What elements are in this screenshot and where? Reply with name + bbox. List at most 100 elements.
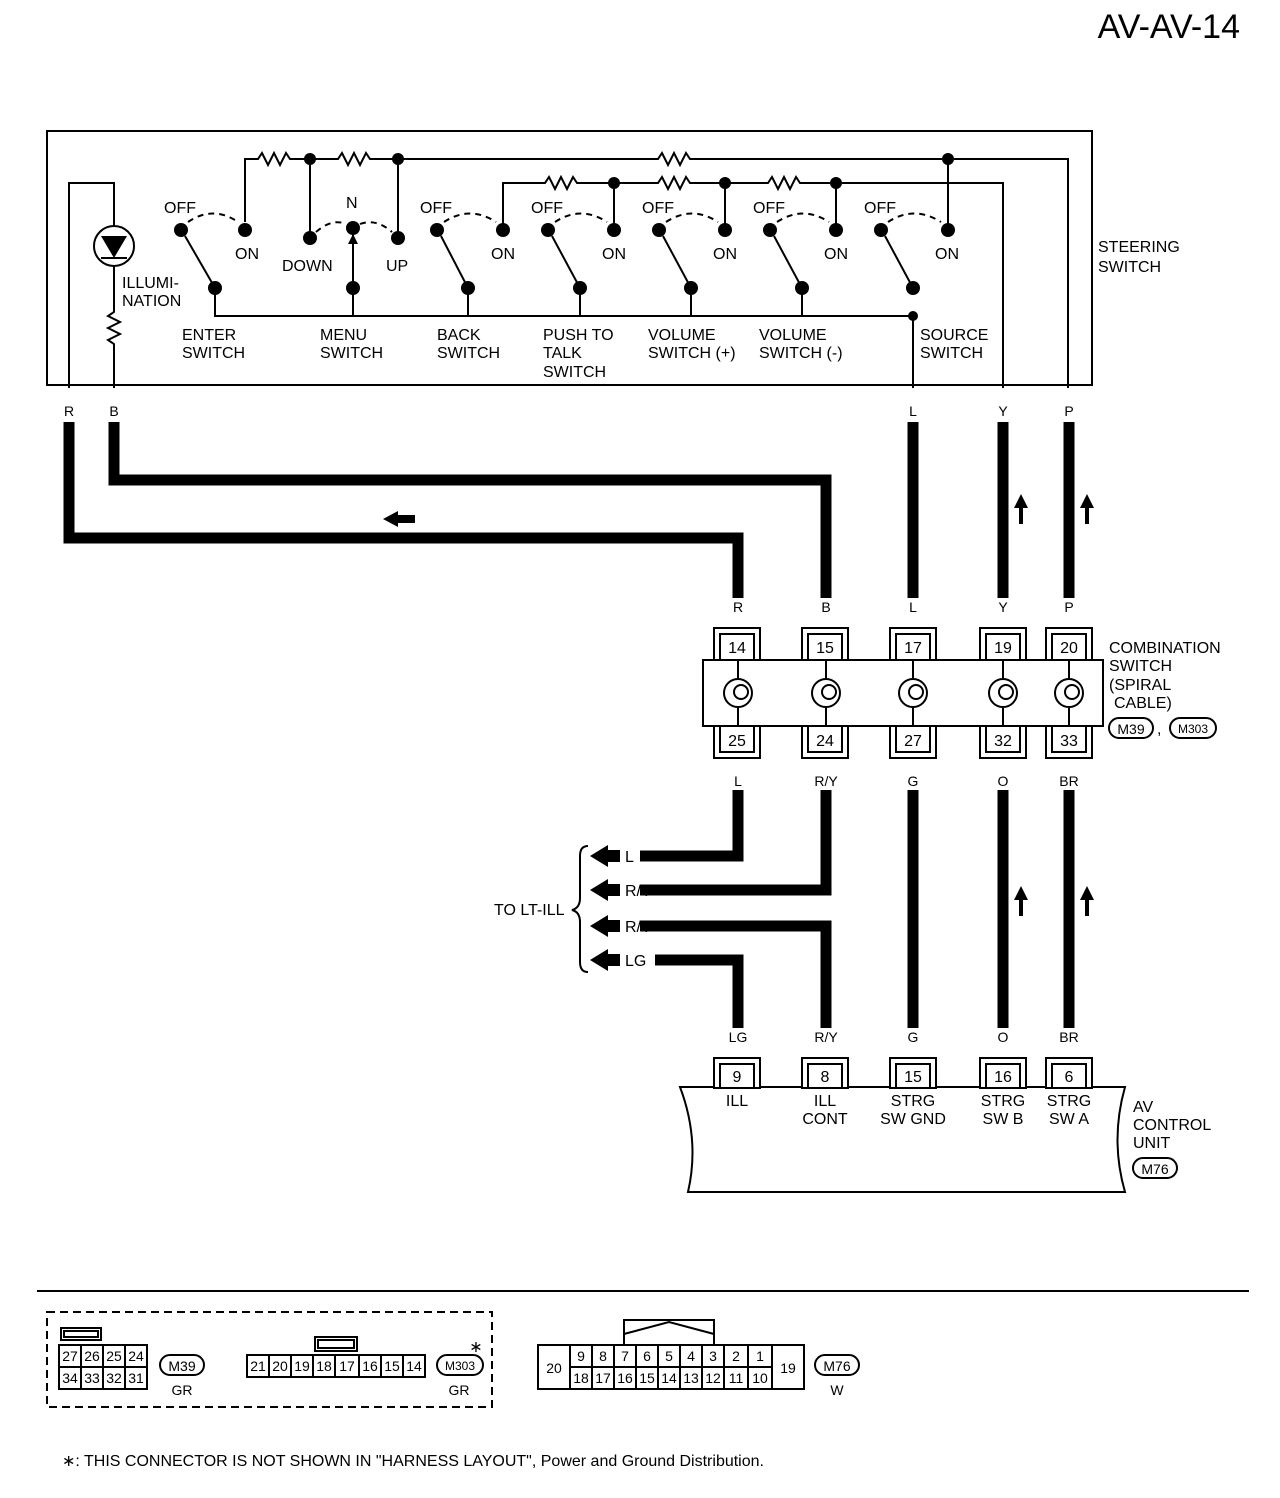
svg-text:8: 8 — [599, 1348, 607, 1364]
svg-text:19: 19 — [780, 1360, 796, 1376]
volume-down-switch-label: VOLUME SWITCH (-) — [759, 327, 843, 362]
svg-text:14: 14 — [661, 1370, 677, 1386]
signal-arrow-icon — [1014, 886, 1028, 916]
svg-text:P: P — [1064, 403, 1073, 419]
svg-text:P: P — [1064, 599, 1073, 615]
svg-text:SWITCH: SWITCH — [543, 364, 606, 381]
svg-text:SWITCH: SWITCH — [1109, 658, 1172, 675]
svg-text:24: 24 — [128, 1348, 144, 1364]
connector-m39: 27 26 25 24 34 33 32 31 M39 GR — [58, 1327, 205, 1398]
svg-text:27: 27 — [904, 733, 922, 750]
volume-up-switch-label: VOLUME SWITCH (+) — [648, 327, 736, 362]
svg-text:R/Y: R/Y — [625, 919, 652, 936]
svg-text:L: L — [625, 849, 634, 866]
svg-text:STRG: STRG — [1047, 1093, 1091, 1110]
combination-switch: R B L Y P 14 15 17 19 20 — [702, 599, 1221, 789]
svg-text:UNIT: UNIT — [1133, 1135, 1171, 1152]
svg-text:L: L — [909, 599, 917, 615]
av-control-unit-label: AV CONTROL UNIT M76 — [1132, 1099, 1211, 1179]
svg-text:SOURCE: SOURCE — [920, 327, 988, 344]
svg-text:M39: M39 — [168, 1358, 195, 1374]
svg-text:OFF: OFF — [864, 200, 896, 217]
connector-m303: 21 20 19 18 17 16 15 14 M303 ∗ GR — [246, 1336, 484, 1398]
combination-switch-label: COMBINATION SWITCH (SPIRAL CABLE) M39 , … — [1108, 640, 1221, 739]
signal-arrow-icon — [383, 511, 415, 527]
svg-text:1: 1 — [756, 1348, 764, 1364]
svg-text:25: 25 — [728, 733, 746, 750]
svg-text:Y: Y — [998, 403, 1008, 419]
svg-text:ON: ON — [235, 246, 259, 263]
signal-arrow-icon — [1080, 886, 1094, 916]
svg-text:12: 12 — [705, 1370, 721, 1386]
svg-text:LG: LG — [729, 1029, 748, 1045]
svg-text:ON: ON — [713, 246, 737, 263]
svg-text:SWITCH: SWITCH — [320, 345, 383, 362]
svg-text:OFF: OFF — [164, 200, 196, 217]
svg-text:AV: AV — [1133, 1099, 1153, 1116]
svg-text:(SPIRAL: (SPIRAL — [1109, 677, 1171, 694]
svg-text:16: 16 — [994, 1069, 1012, 1086]
svg-text:33: 33 — [84, 1370, 100, 1386]
svg-text:8: 8 — [821, 1069, 830, 1086]
harness-wires — [63, 422, 1094, 1028]
svg-text:STRG: STRG — [891, 1093, 935, 1110]
svg-text:20: 20 — [272, 1358, 288, 1374]
svg-text:5: 5 — [665, 1348, 673, 1364]
svg-text:17: 17 — [904, 640, 922, 657]
svg-text:ILL: ILL — [814, 1093, 836, 1110]
svg-text:24: 24 — [816, 733, 834, 750]
svg-text:9: 9 — [577, 1348, 585, 1364]
svg-text:B: B — [821, 599, 830, 615]
svg-text:SWITCH: SWITCH — [1098, 259, 1161, 276]
svg-text:Y: Y — [998, 599, 1008, 615]
svg-text:R/Y: R/Y — [814, 773, 838, 789]
svg-text:25: 25 — [106, 1348, 122, 1364]
svg-text:3: 3 — [709, 1348, 717, 1364]
svg-text:W: W — [830, 1382, 844, 1398]
svg-text:∗: ∗ — [469, 1339, 482, 1356]
svg-text:14: 14 — [406, 1358, 422, 1374]
svg-text:OFF: OFF — [531, 200, 563, 217]
svg-text:11: 11 — [729, 1370, 744, 1386]
svg-text:SW GND: SW GND — [880, 1111, 946, 1128]
svg-text:17: 17 — [595, 1370, 611, 1386]
svg-text:17: 17 — [339, 1358, 355, 1374]
back-switch-label: BACK SWITCH — [437, 327, 500, 362]
svg-text:16: 16 — [617, 1370, 633, 1386]
svg-text:18: 18 — [316, 1358, 332, 1374]
svg-text:,: , — [1157, 721, 1161, 738]
connector-m76: 20 19 9 8 7 6 5 4 3 2 1 18 17 16 15 14 1… — [537, 1319, 860, 1398]
svg-text:ILLUMI-: ILLUMI- — [122, 275, 179, 292]
svg-text:ENTER: ENTER — [182, 327, 236, 344]
svg-text:16: 16 — [362, 1358, 378, 1374]
svg-text:O: O — [998, 773, 1009, 789]
svg-text:SWITCH: SWITCH — [437, 345, 500, 362]
svg-text:15: 15 — [639, 1370, 655, 1386]
signal-arrow-icon — [1014, 494, 1028, 524]
svg-text:20: 20 — [1060, 640, 1078, 657]
svg-text:7: 7 — [621, 1348, 629, 1364]
connector-m39-m303-frame — [46, 1311, 493, 1408]
svg-text:BR: BR — [1059, 1029, 1078, 1045]
svg-text:ON: ON — [935, 246, 959, 263]
menu-switch-label: MENU SWITCH — [320, 327, 383, 362]
svg-text:SWITCH: SWITCH — [920, 345, 983, 362]
svg-text:15: 15 — [384, 1358, 400, 1374]
svg-text:N: N — [346, 195, 358, 212]
svg-text:ON: ON — [491, 246, 515, 263]
svg-text:DOWN: DOWN — [282, 258, 333, 275]
svg-text:OFF: OFF — [753, 200, 785, 217]
svg-text:2: 2 — [732, 1348, 740, 1364]
svg-text:G: G — [908, 1029, 919, 1045]
svg-text:SW B: SW B — [983, 1111, 1024, 1128]
svg-text:19: 19 — [294, 1358, 310, 1374]
lt-ill-branch: L R/Y R/Y LG TO LT-ILL — [494, 845, 652, 973]
steering-terminal-colors: R B L Y P — [64, 403, 1074, 419]
svg-text:18: 18 — [573, 1370, 589, 1386]
svg-text:M39: M39 — [1117, 721, 1144, 737]
steering-switch-box: STEERING SWITCH ILLUMI- NATION — [46, 130, 1180, 388]
svg-text:ILL: ILL — [726, 1093, 748, 1110]
svg-text:32: 32 — [994, 733, 1012, 750]
svg-text:PUSH TO: PUSH TO — [543, 327, 614, 344]
push-to-talk-switch-label: PUSH TO TALK SWITCH — [543, 327, 614, 381]
